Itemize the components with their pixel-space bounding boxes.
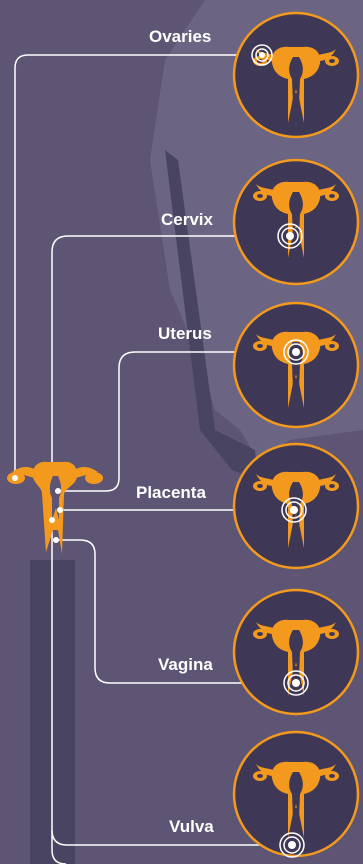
placenta-circle-icon xyxy=(234,444,358,568)
ovaries-anchor-dot xyxy=(12,475,18,481)
label-vagina: Vagina xyxy=(158,655,213,675)
label-ovaries: Ovaries xyxy=(149,27,211,47)
label-uterus: Uterus xyxy=(158,324,212,344)
label-placenta: Placenta xyxy=(136,483,206,503)
label-vulva: Vulva xyxy=(169,817,214,837)
label-cervix: Cervix xyxy=(161,210,213,230)
vagina-circle-icon xyxy=(234,590,358,714)
vulva-circle-icon xyxy=(234,732,358,857)
cervix-circle-icon xyxy=(234,160,358,284)
uterus-circle-icon xyxy=(234,303,358,427)
ovaries-circle-icon xyxy=(234,13,358,137)
